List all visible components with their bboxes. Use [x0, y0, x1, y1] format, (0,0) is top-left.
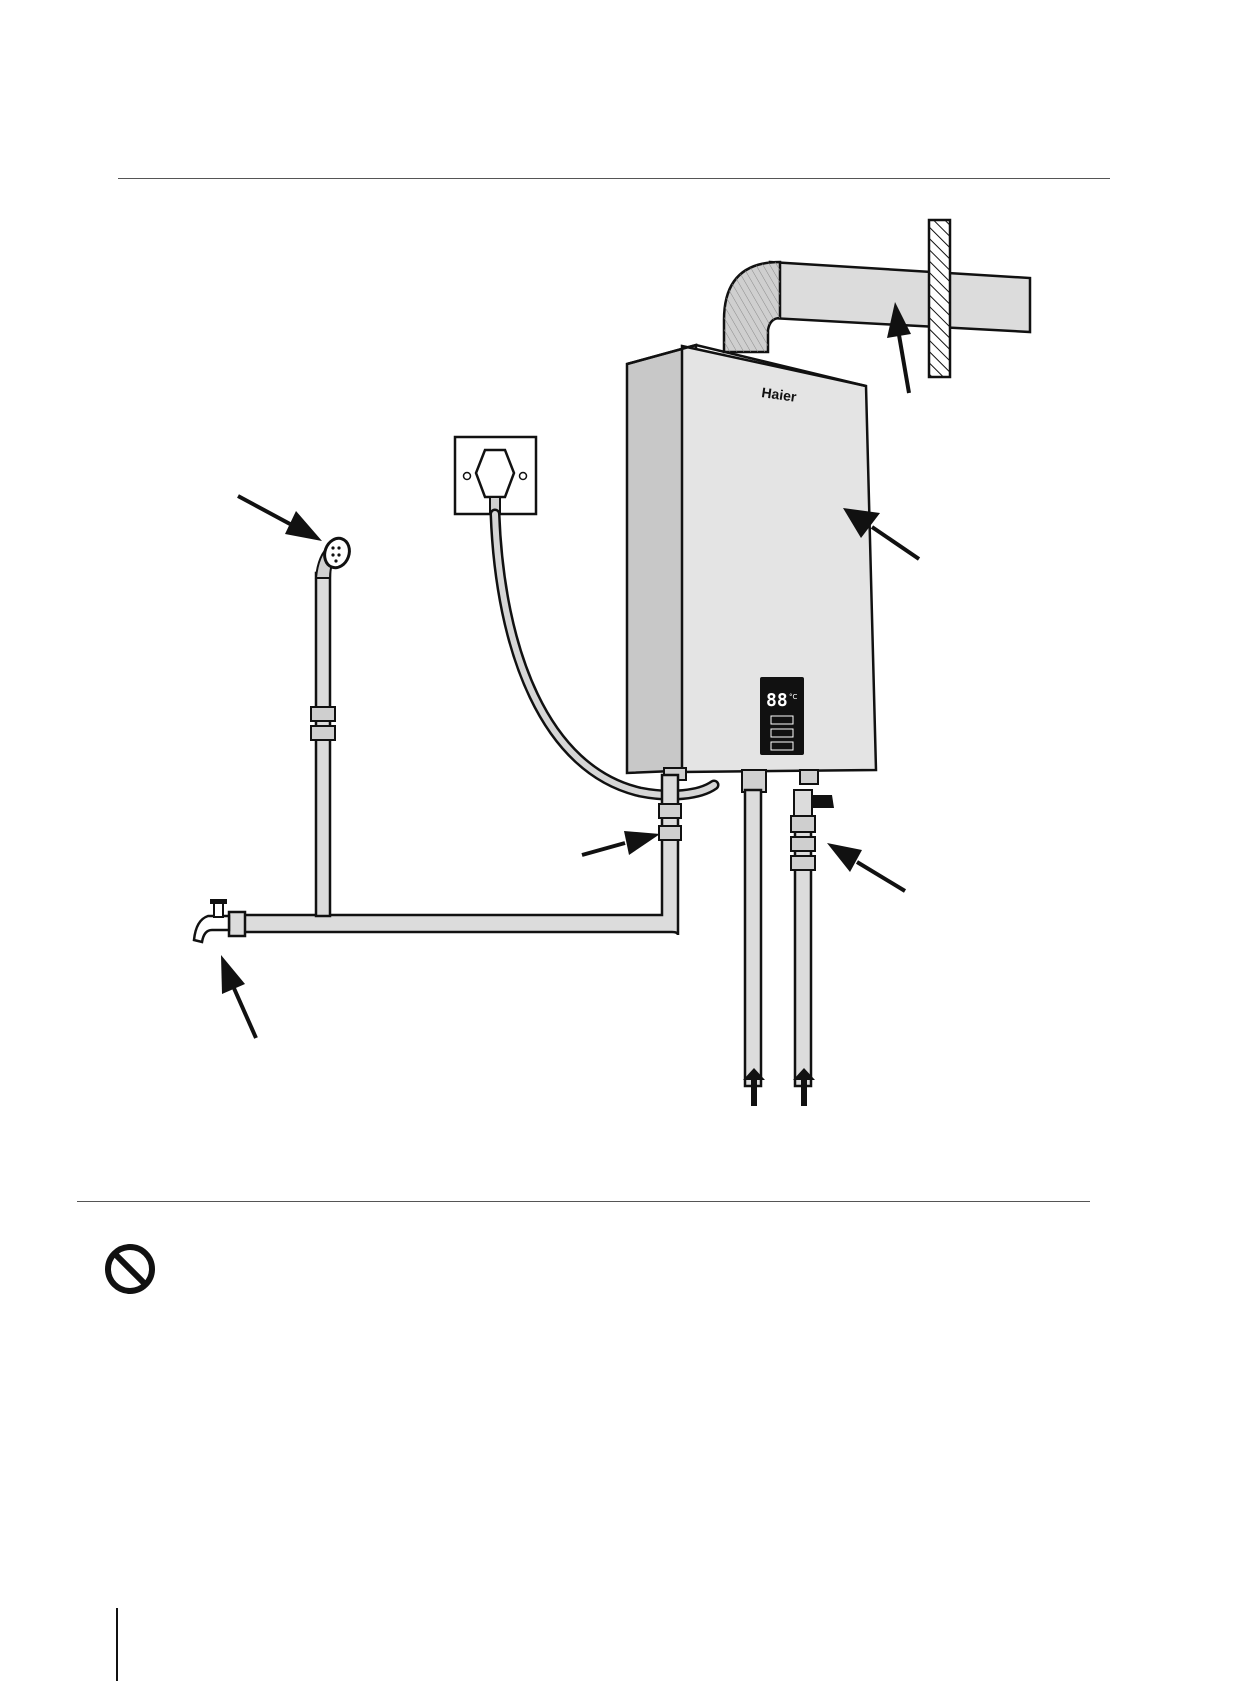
outlet-arrow: [581, 831, 660, 857]
heater-display-panel: 88 °C: [760, 677, 804, 755]
top-divider: [118, 178, 1110, 179]
page-margin-bar: [116, 1608, 118, 1681]
hot-water-outlet-pipe: [238, 773, 682, 936]
wall-section: [927, 218, 952, 379]
panel-button-power[interactable]: [770, 741, 794, 751]
heater-brand-text: Haier: [761, 384, 798, 405]
gas-inflow-arrow: [743, 1068, 765, 1106]
prohibit-icon: [105, 1244, 155, 1294]
shower-riser-pipe: [310, 571, 336, 918]
shower-arrow: [237, 494, 322, 541]
panel-button-down[interactable]: [770, 728, 794, 738]
panel-button-up[interactable]: [770, 715, 794, 725]
gas-inlet-pipe: [743, 788, 763, 1088]
water-inlet-pipe: [790, 789, 834, 1088]
bottom-divider: [77, 1201, 1090, 1202]
heater-arrow: [843, 508, 921, 561]
flue-pipe: [722, 260, 1032, 354]
shower-head: [314, 536, 351, 579]
water-tap: [192, 899, 247, 944]
water-inflow-arrow: [793, 1068, 815, 1106]
power-socket: [453, 435, 538, 516]
flue-arrow: [887, 302, 911, 394]
water-heater-unit: [625, 343, 878, 793]
inlet-valve-arrow: [827, 843, 907, 893]
tap-arrow: [221, 955, 258, 1039]
display-unit: °C: [789, 693, 798, 701]
display-digits: 88: [766, 690, 788, 711]
